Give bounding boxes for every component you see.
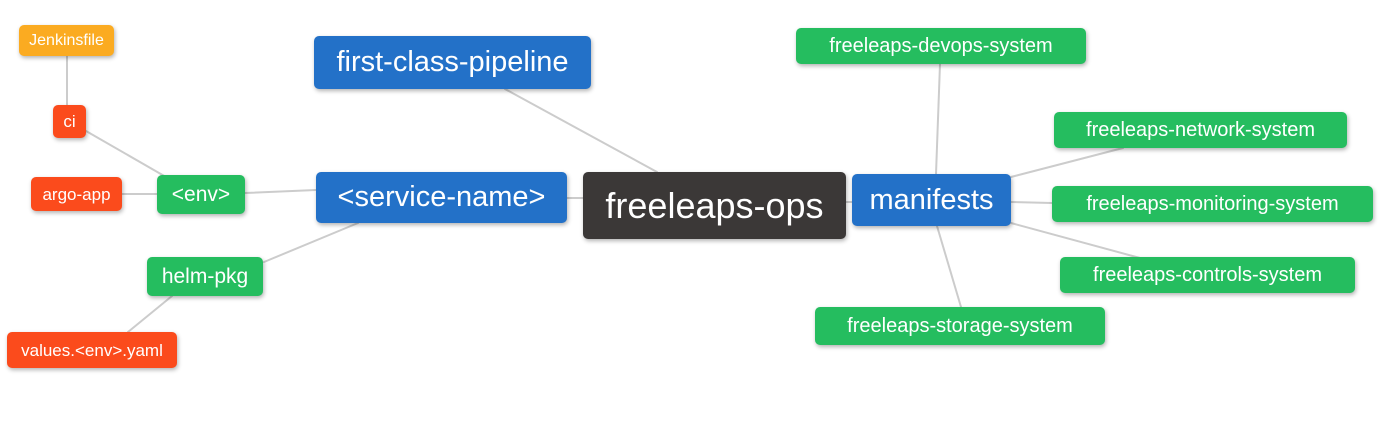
edge-env-service-name — [244, 189, 317, 194]
edge-manifests-controls — [1010, 222, 1141, 259]
edge-manifests-storage — [936, 225, 962, 308]
edge-manifests-devops — [935, 63, 941, 175]
node-freeleaps-controls-system[interactable]: freeleaps-controls-system — [1060, 257, 1355, 293]
node-freeleaps-monitoring-system[interactable]: freeleaps-monitoring-system — [1052, 186, 1373, 222]
edge-manifests-network — [1010, 147, 1124, 178]
node-first-class-pipeline[interactable]: first-class-pipeline — [314, 36, 591, 89]
node-values-env-yaml[interactable]: values.<env>.yaml — [7, 332, 177, 368]
edge-manifests-monitoring — [1010, 201, 1053, 204]
node-manifests[interactable]: manifests — [852, 174, 1011, 226]
edge-pipeline-freeleaps-ops — [504, 88, 658, 173]
node-freeleaps-ops-root[interactable]: freeleaps-ops — [583, 172, 846, 239]
node-env[interactable]: <env> — [157, 175, 245, 214]
node-helm-pkg[interactable]: helm-pkg — [147, 257, 263, 296]
node-ci[interactable]: ci — [53, 105, 86, 138]
node-jenkinsfile[interactable]: Jenkinsfile — [19, 25, 114, 56]
node-freeleaps-devops-system[interactable]: freeleaps-devops-system — [796, 28, 1086, 64]
node-freeleaps-network-system[interactable]: freeleaps-network-system — [1054, 112, 1347, 148]
node-argo-app[interactable]: argo-app — [31, 177, 122, 211]
edge-values-helm-pkg — [127, 295, 173, 333]
edge-helm-pkg-service-name — [263, 222, 359, 263]
node-service-name[interactable]: <service-name> — [316, 172, 567, 223]
node-freeleaps-storage-system[interactable]: freeleaps-storage-system — [815, 307, 1105, 345]
edge-ci-env — [85, 130, 167, 178]
